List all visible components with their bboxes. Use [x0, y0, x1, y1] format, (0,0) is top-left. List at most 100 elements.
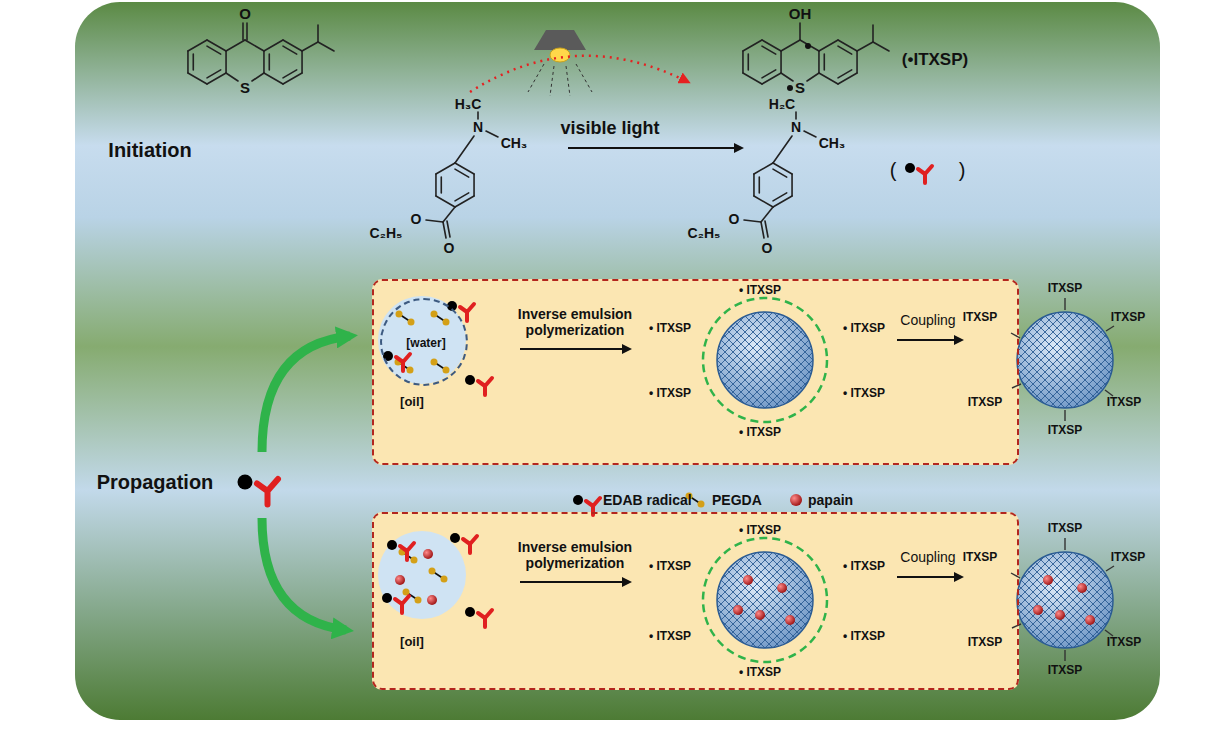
legend-text: EDAB radical [603, 492, 692, 508]
bond [762, 40, 781, 51]
bond [818, 51, 820, 73]
label: Propagation [97, 471, 214, 494]
bond [753, 174, 755, 196]
node-text: • ITXSP [739, 666, 781, 680]
bond [773, 196, 792, 207]
label: Coupling [900, 549, 955, 565]
bond [443, 207, 455, 222]
bond [436, 196, 455, 207]
bond [791, 174, 793, 196]
bond [781, 40, 800, 51]
label: N [791, 119, 801, 135]
bond [283, 40, 302, 51]
bond [264, 73, 283, 84]
bond [761, 207, 773, 222]
bond [192, 54, 194, 70]
bond [188, 73, 207, 84]
bond [187, 51, 189, 73]
bond [283, 70, 297, 78]
bond [252, 73, 264, 81]
label: OH [789, 5, 812, 22]
label: ITXSP [1107, 636, 1142, 650]
bond [283, 73, 302, 84]
label: C₂H₅ [370, 225, 403, 241]
bond [455, 169, 469, 177]
bond [207, 70, 221, 78]
bond [245, 40, 264, 51]
node-text: [oil] [400, 635, 424, 650]
bond [477, 112, 479, 119]
label: C₂H₅ [688, 225, 721, 241]
label: Coupling [900, 312, 955, 328]
bond [263, 51, 265, 73]
bond [873, 42, 889, 51]
node-text: • ITXSP [649, 387, 691, 401]
node-text: • ITXSP [649, 322, 691, 336]
label: ITXSP [968, 396, 1003, 410]
bond [799, 23, 801, 40]
bond [754, 163, 773, 174]
bond [742, 51, 744, 73]
bond [838, 40, 857, 51]
node-text: • ITXSP [843, 630, 885, 644]
bond [754, 196, 773, 207]
bond [455, 196, 474, 207]
label: H₂C [769, 96, 795, 112]
bond [225, 51, 227, 73]
bond [762, 70, 776, 78]
node-text: Inverse emulsion polymerization [510, 306, 640, 338]
label: ITXSP [1048, 282, 1083, 296]
bond [872, 25, 874, 42]
bond [283, 46, 297, 54]
bond [819, 40, 838, 51]
bond [838, 70, 852, 78]
label: H₃C [455, 96, 482, 112]
bond [436, 163, 455, 174]
node-text: [oil] [400, 395, 424, 410]
bond [317, 25, 319, 42]
bond [800, 40, 819, 51]
reaction-panel: [oil] Inverse emulsion polymerization • IT… [372, 512, 1019, 690]
bond [773, 193, 787, 201]
bond [473, 174, 475, 196]
node-text: • ITXSP [649, 560, 691, 574]
bond [838, 46, 852, 54]
bond [440, 177, 442, 193]
bond [857, 42, 873, 51]
bond [773, 136, 792, 163]
bond [743, 73, 762, 84]
bond [207, 73, 226, 84]
bond [207, 40, 226, 51]
legend-text: papain [808, 492, 853, 508]
bond [838, 73, 857, 84]
label: ( [890, 159, 897, 182]
bond [819, 73, 838, 84]
bond [318, 42, 334, 51]
bond [773, 163, 792, 174]
bond [765, 221, 768, 237]
bond [226, 73, 238, 81]
bond [743, 40, 762, 51]
node-text: • ITXSP [843, 560, 885, 574]
node-text: Inverse emulsion polymerization [510, 539, 640, 571]
label: ITXSP [1111, 551, 1146, 565]
label: (•ITXSP) [902, 50, 968, 70]
bond [301, 51, 303, 73]
bond [823, 54, 825, 70]
node-text: • ITXSP [843, 387, 885, 401]
label: visible light [560, 118, 659, 139]
bond [780, 51, 782, 73]
bond [804, 131, 816, 137]
bond [455, 193, 469, 201]
label: CH₃ [819, 135, 846, 151]
node-text: • ITXSP [843, 322, 885, 336]
bond [242, 23, 244, 40]
label: ITXSP [963, 311, 998, 325]
bond [426, 220, 443, 222]
label: ) [959, 159, 966, 182]
reaction-panel: [oil] Inverse emulsion polymerization • IT… [372, 279, 1019, 465]
bond [856, 51, 858, 73]
bond [268, 54, 270, 70]
bond [447, 221, 450, 237]
